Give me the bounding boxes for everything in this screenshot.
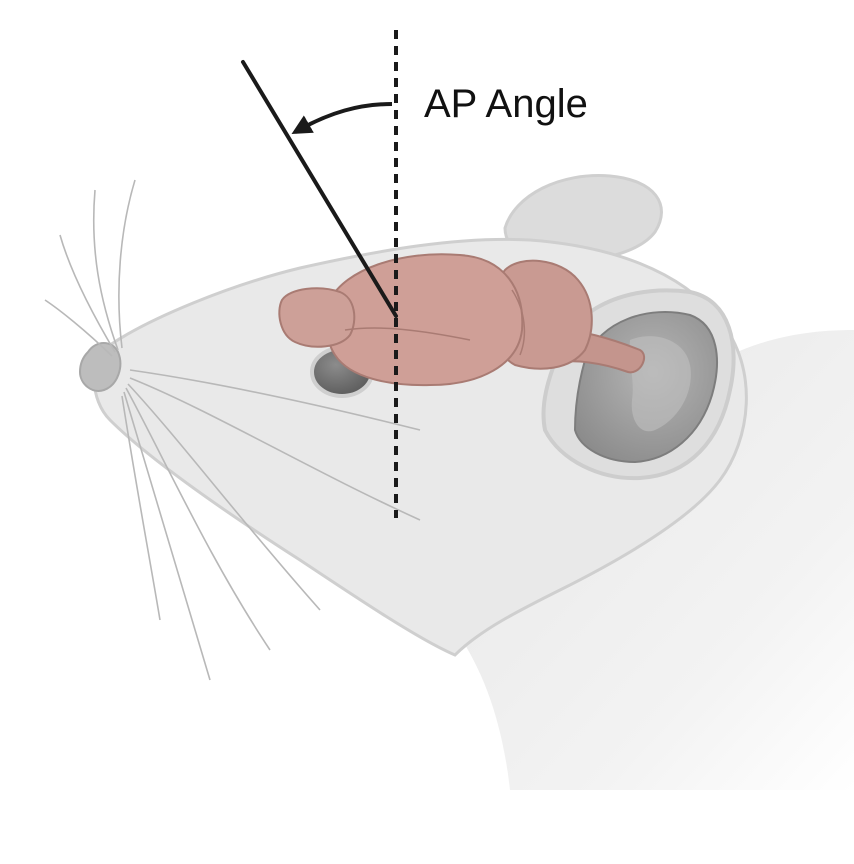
neck-shape — [430, 330, 854, 790]
whiskers-icon — [44, 179, 421, 681]
ap-angle-label: AP Angle — [424, 82, 588, 126]
probe-line-icon — [241, 60, 398, 318]
brain-icon — [278, 253, 646, 387]
angle-arrow-icon — [291, 102, 393, 134]
